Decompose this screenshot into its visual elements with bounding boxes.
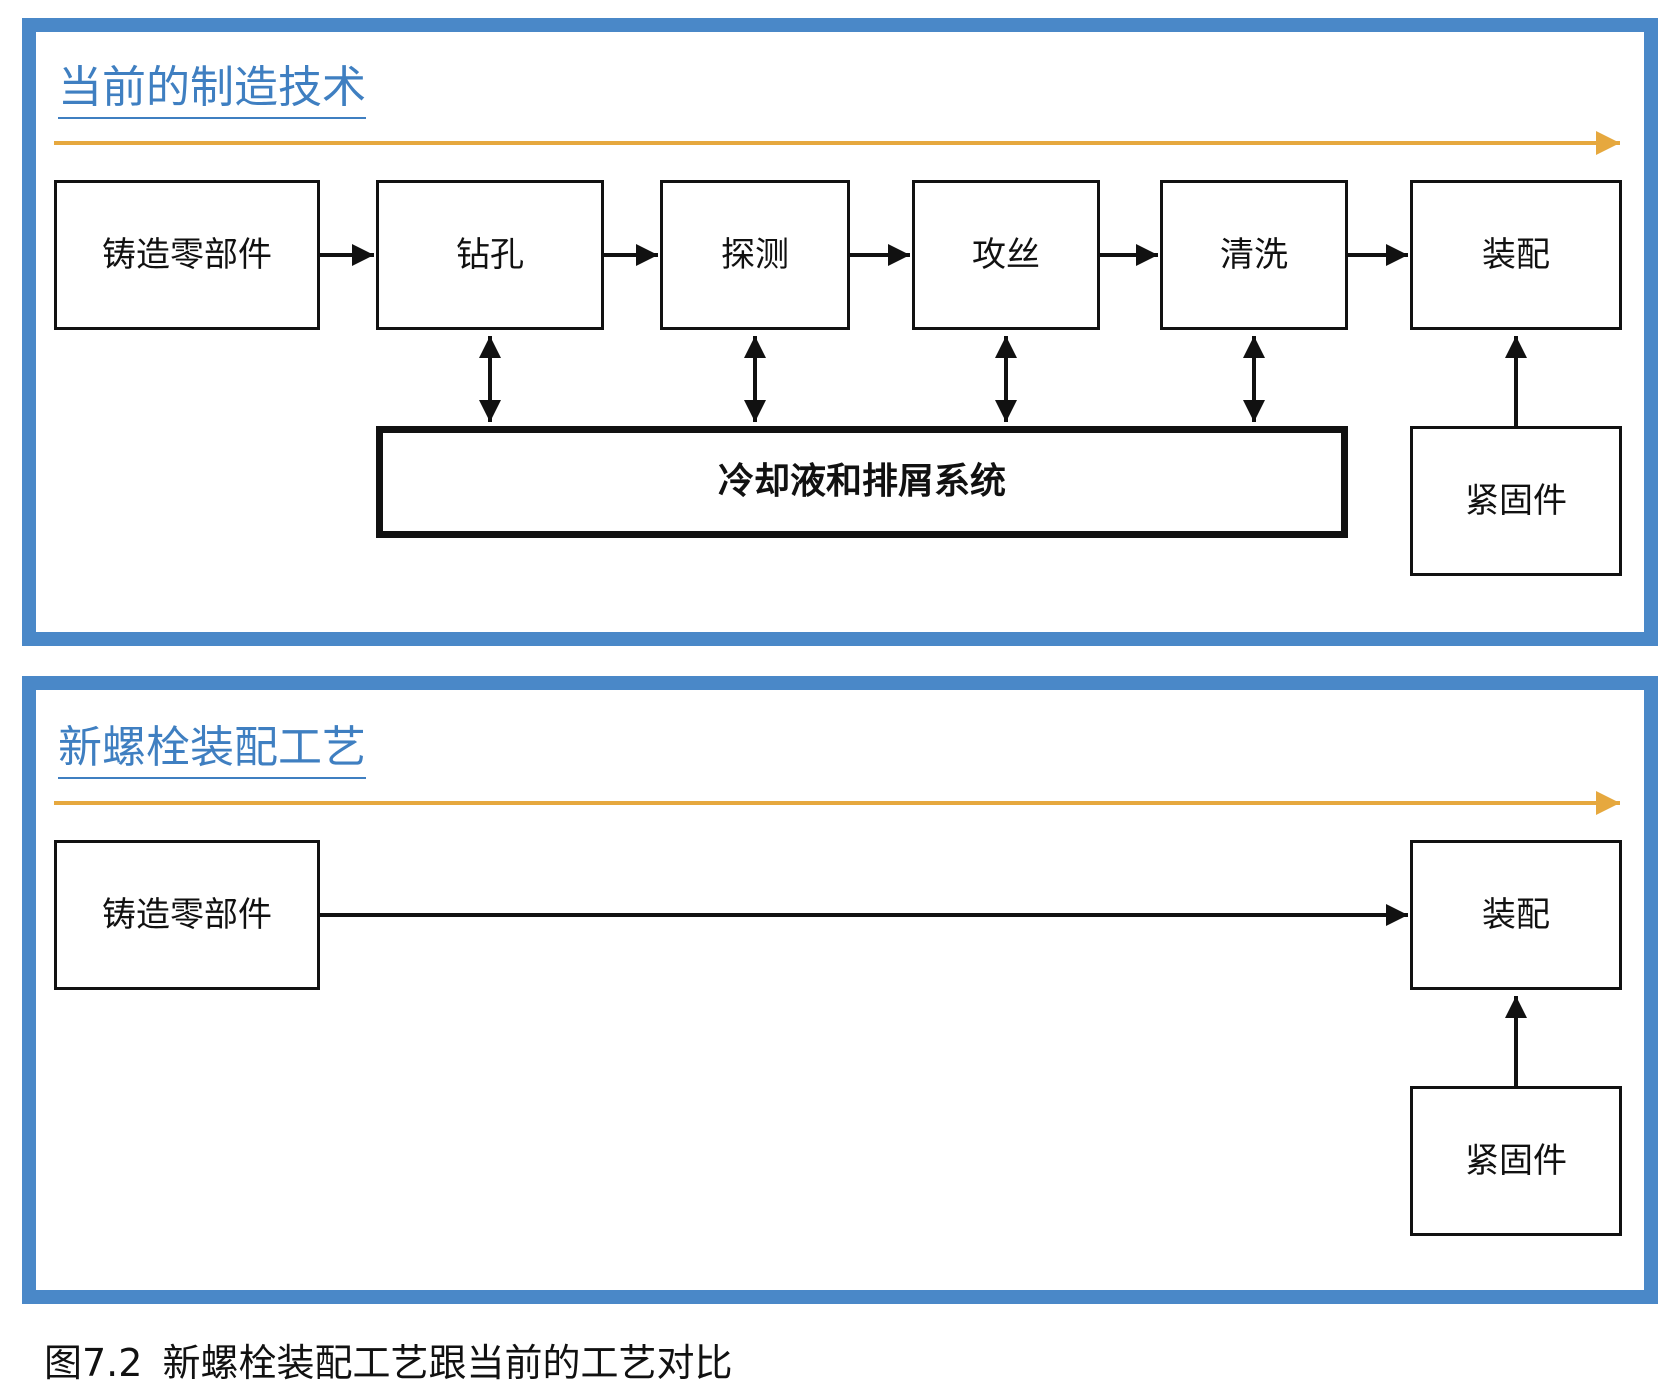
current-process-panel	[22, 18, 1658, 646]
new-process-title: 新螺栓装配工艺	[58, 722, 366, 779]
coolant-chip-system-box: 冷却液和排屑系统	[376, 426, 1348, 538]
step-casting: 铸造零部件	[54, 180, 320, 330]
fastener-box-new: 紧固件	[1410, 1086, 1622, 1236]
step-inspection: 探测	[660, 180, 850, 330]
new-process-panel	[22, 676, 1658, 1304]
current-process-title: 当前的制造技术	[58, 62, 366, 119]
step-tapping: 攻丝	[912, 180, 1100, 330]
figure-caption: 图7.2 新螺栓装配工艺跟当前的工艺对比	[44, 1340, 732, 1386]
figure-number: 图7.2	[44, 1341, 143, 1385]
fastener-box-current: 紧固件	[1410, 426, 1622, 576]
step-drilling: 钻孔	[376, 180, 604, 330]
new-step-assembly: 装配	[1410, 840, 1622, 990]
new-step-casting: 铸造零部件	[54, 840, 320, 990]
step-assembly: 装配	[1410, 180, 1622, 330]
figure-caption-text: 新螺栓装配工艺跟当前的工艺对比	[162, 1341, 733, 1385]
step-cleaning: 清洗	[1160, 180, 1348, 330]
